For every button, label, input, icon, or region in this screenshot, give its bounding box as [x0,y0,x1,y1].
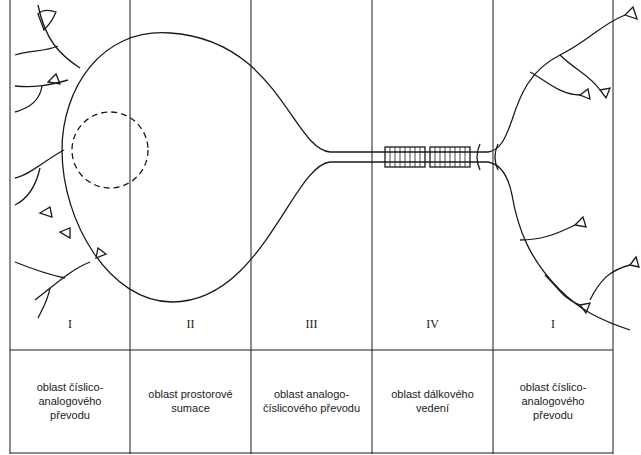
region-number: II [134,317,247,331]
region-description: oblast prostorové sumace [140,387,241,415]
region-description: oblast číslico- analogového převodu [20,380,120,422]
region-description: oblast analogo- číslicového převodu [261,387,362,415]
region-description: oblast dálkového vedení [382,387,483,415]
neuron [15,5,639,330]
column-grid [10,0,613,454]
region-description: oblast číslico- analogového převodu [503,380,603,422]
region-number: I [497,317,609,331]
region-number: IV [376,317,489,331]
region-number: III [255,317,368,331]
region-number: I [14,317,126,331]
